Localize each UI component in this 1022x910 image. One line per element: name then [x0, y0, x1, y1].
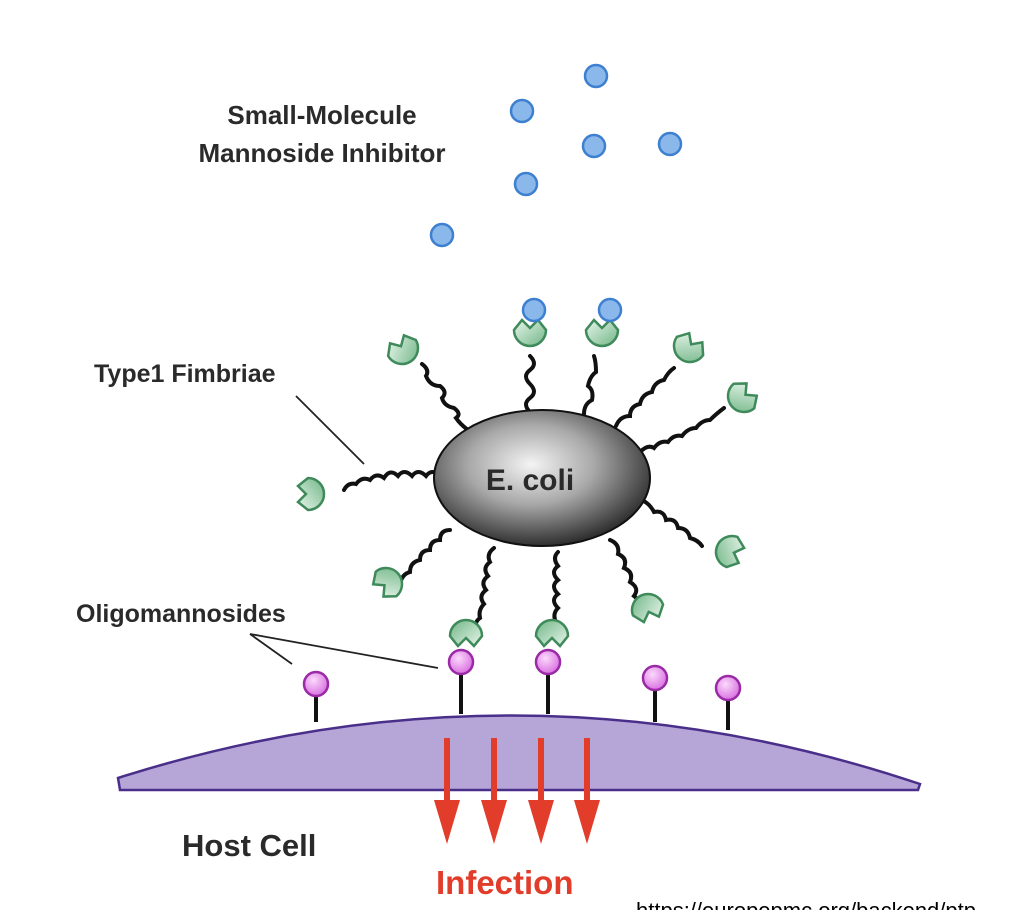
inhibitor-molecule	[513, 171, 539, 197]
fimbriae-leader	[295, 395, 365, 465]
fimbria	[640, 498, 704, 548]
inhibitor-label-line1: Small-Molecule	[227, 100, 416, 130]
oligomannoside	[302, 670, 330, 698]
infection-arrows	[434, 738, 600, 844]
fimbria	[398, 528, 452, 586]
adhesin	[296, 476, 326, 512]
adhesin	[584, 318, 620, 348]
inhibitor-molecule	[597, 297, 623, 323]
infection-arrow	[481, 738, 507, 844]
infection-arrow	[574, 738, 600, 844]
infection-arrow	[434, 738, 460, 844]
fimbria	[614, 366, 676, 428]
inhibitor-molecule	[581, 133, 607, 159]
fimbriae-label: Type1 Fimbriae	[94, 360, 276, 388]
oligomannoside	[641, 664, 669, 692]
adhesin	[672, 331, 705, 364]
adhesin	[448, 618, 484, 648]
fimbria	[473, 546, 496, 632]
fimbria	[638, 406, 726, 454]
oligomannoside-leader	[249, 633, 293, 665]
inhibitor-molecule	[429, 222, 455, 248]
fimbria	[608, 538, 642, 612]
adhesin	[386, 333, 420, 366]
ecoli-label: E. coli	[486, 464, 574, 497]
fimbria	[524, 354, 536, 414]
adhesin	[534, 618, 570, 648]
leader-lines	[249, 395, 439, 669]
adhesin	[726, 382, 759, 414]
oligomannoside	[534, 648, 562, 676]
oligomannoside	[714, 674, 742, 702]
ecoli-bacterium	[433, 409, 651, 547]
fimbria	[342, 470, 442, 492]
inhibitor-molecule	[657, 131, 683, 157]
fimh-adhesins	[296, 318, 759, 648]
infection-label: Infection	[436, 864, 574, 901]
host-cell-label: Host Cell	[182, 828, 316, 863]
inhibitor-molecules	[429, 63, 683, 248]
oligomannoside-heads	[302, 648, 742, 702]
inhibitor-molecule	[509, 98, 535, 124]
oligomannoside	[447, 648, 475, 676]
adhesin	[630, 592, 665, 624]
inhibitor-molecule	[583, 63, 609, 89]
infection-arrow	[528, 738, 554, 844]
bound-inhibitors	[521, 297, 623, 323]
adhesin	[512, 318, 548, 348]
inhibitor-label-line2: Mannoside Inhibitor	[199, 138, 446, 168]
adhesin	[371, 566, 404, 598]
inhibitor-molecule	[521, 297, 547, 323]
source-url: https://europepmc.org/backend/ptp	[636, 898, 976, 910]
host-cell-membrane	[116, 714, 922, 792]
fimbria	[582, 354, 599, 416]
oligomannosides-label: Oligomannosides	[76, 600, 286, 628]
adhesin	[714, 534, 746, 569]
fimbria	[420, 362, 470, 432]
oligomannoside-leader	[249, 633, 439, 669]
